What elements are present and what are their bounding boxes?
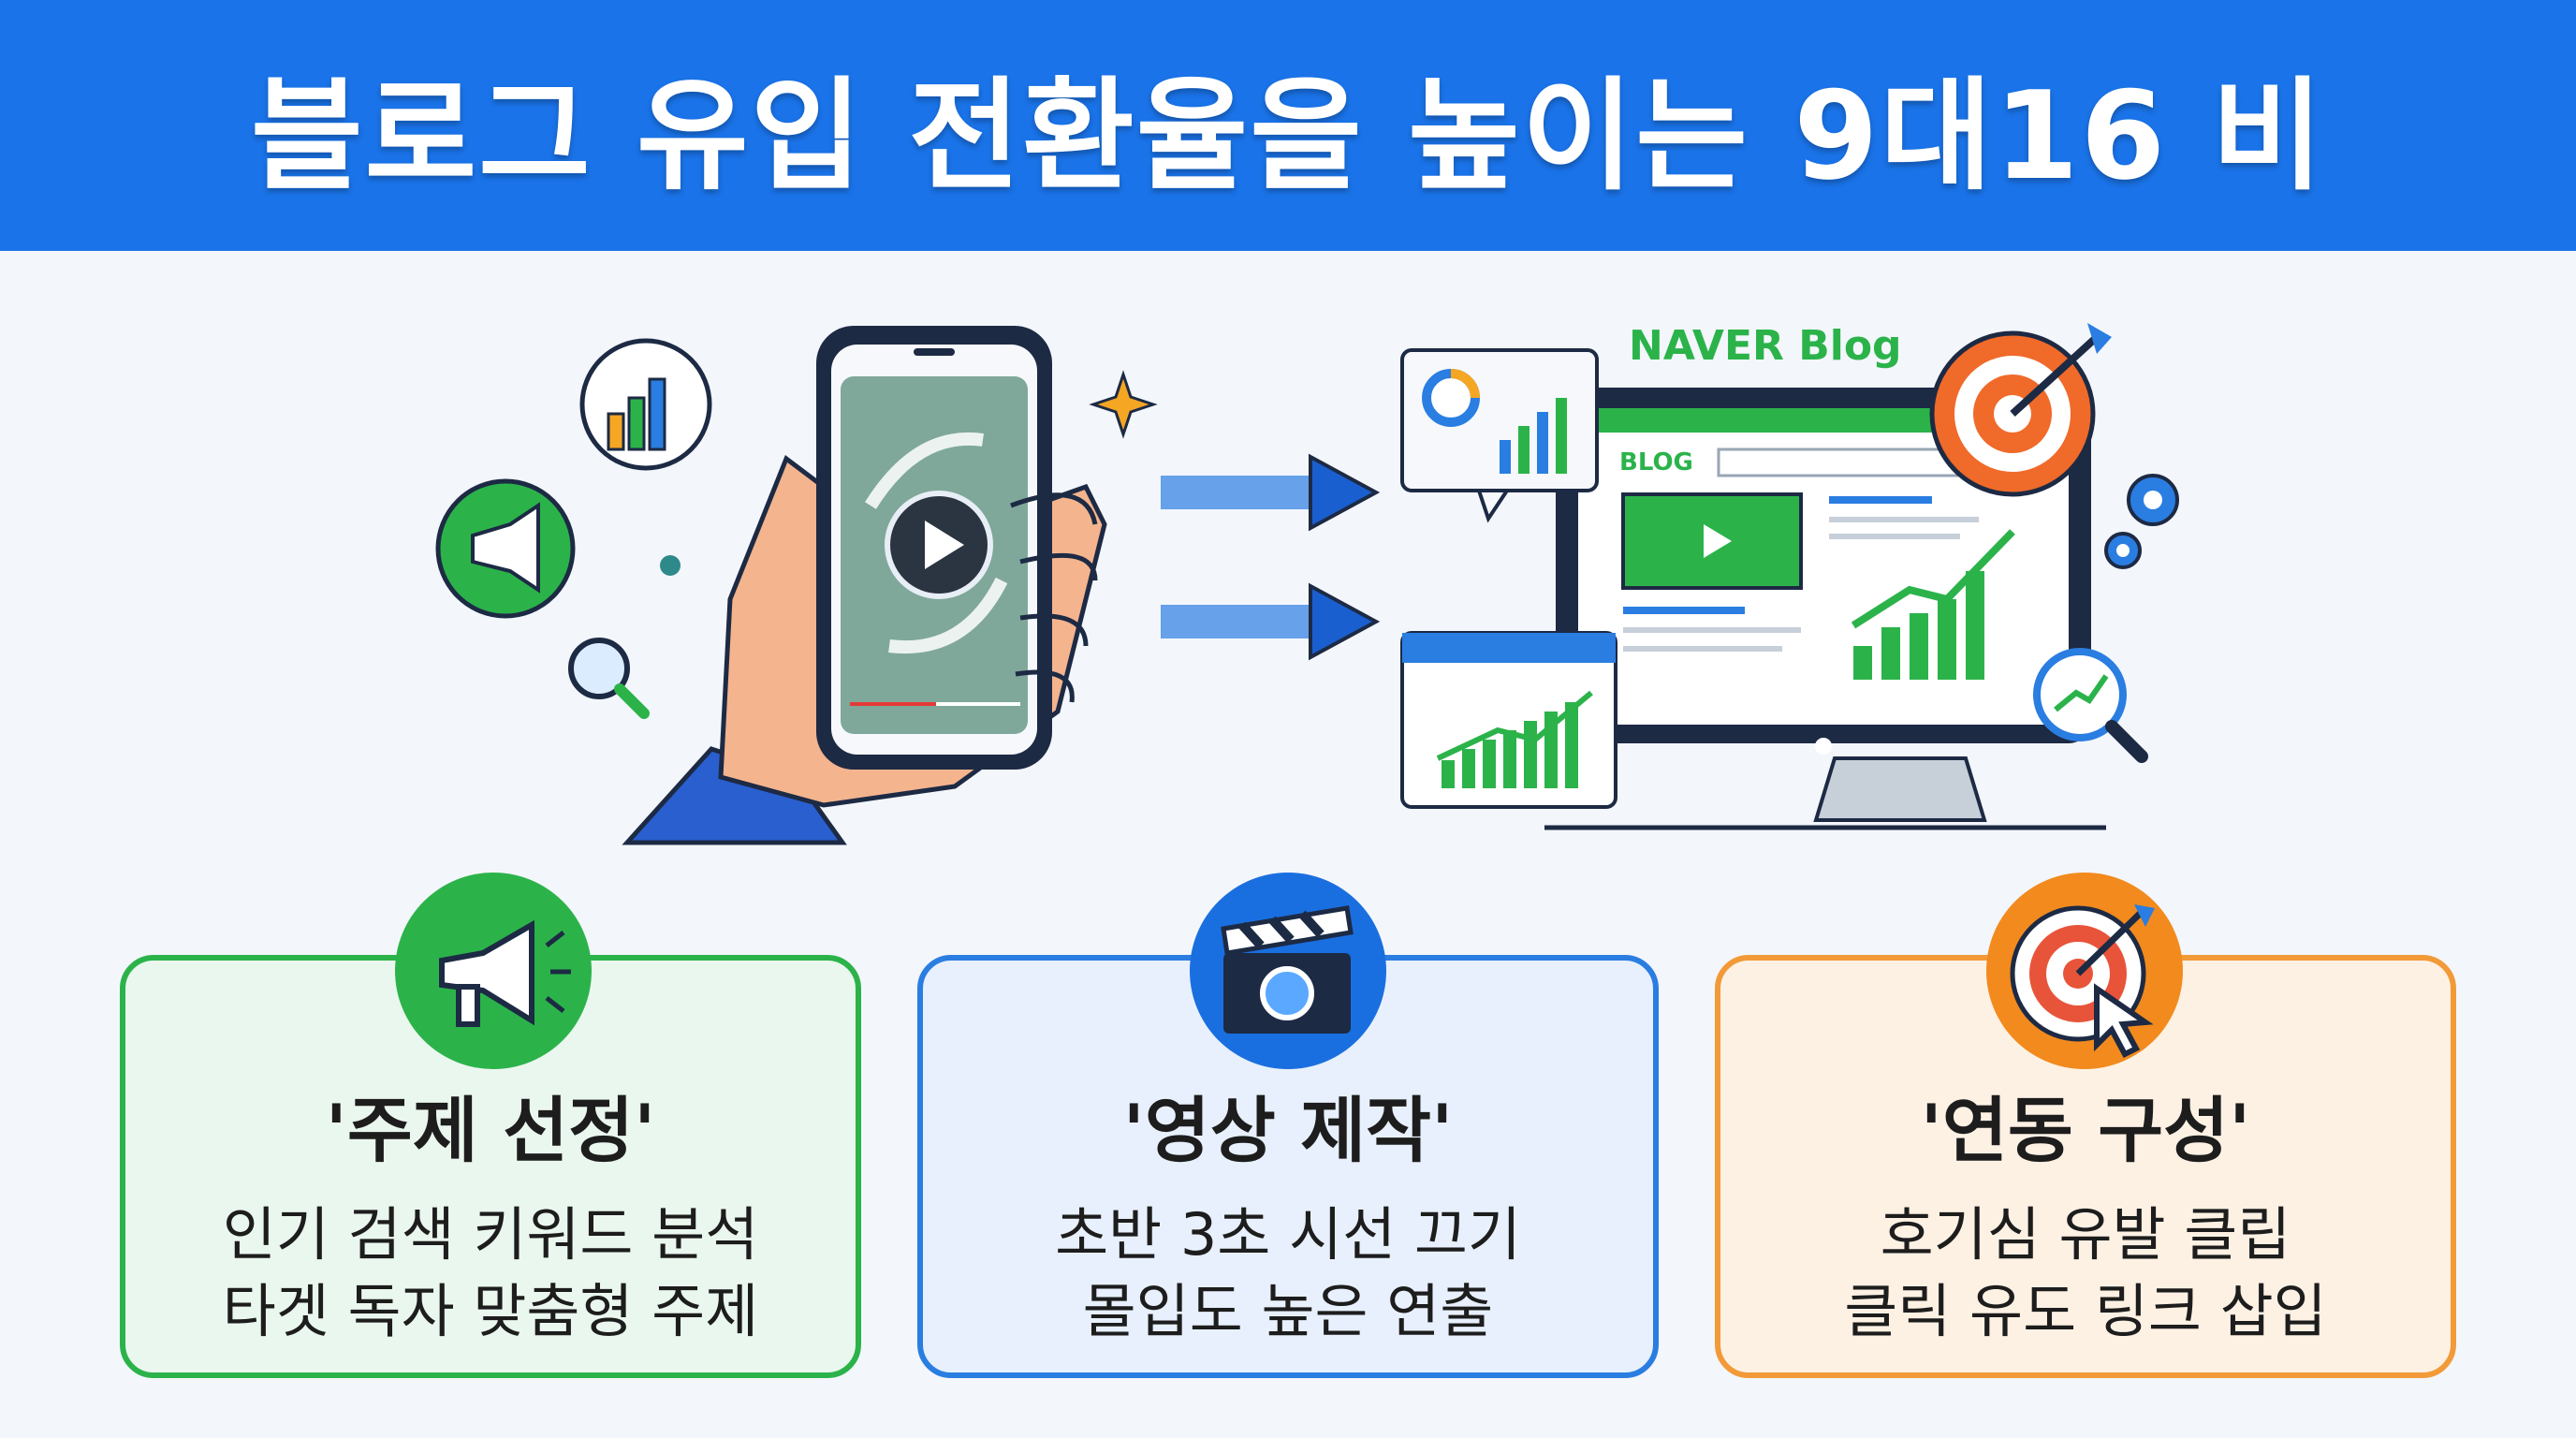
magnifier-icon bbox=[568, 638, 650, 719]
growth-magnifier-icon bbox=[2033, 648, 2148, 763]
target-icon bbox=[1929, 323, 2112, 497]
flow-arrows bbox=[1161, 453, 1381, 661]
sparkle-icon bbox=[1089, 370, 1158, 439]
megaphone-bubble-icon bbox=[435, 478, 576, 619]
card-title: '영상 제작' bbox=[1122, 1089, 1454, 1172]
megaphone-icon bbox=[393, 871, 593, 1071]
card-line: 타겟 독자 맞춤형 주제 bbox=[222, 1277, 759, 1345]
hand-holding-phone bbox=[622, 326, 1107, 845]
analytics-card-icon bbox=[1400, 348, 1599, 523]
growth-card-icon bbox=[1400, 631, 1617, 809]
blog-tag: BLOG bbox=[1619, 448, 1693, 477]
clapperboard-icon bbox=[1188, 871, 1388, 1071]
card-line: 인기 검색 키워드 분석 bbox=[222, 1200, 759, 1269]
card-line: 초반 3초 시선 끄기 bbox=[1055, 1200, 1521, 1269]
dot-icon bbox=[660, 555, 681, 576]
card-line: 호기심 유발 클립 bbox=[1880, 1200, 2291, 1269]
naver-blog-logo: NAVER Blog bbox=[1629, 322, 1902, 370]
header-banner: 블로그 유입 전환율을 높이는 9대16 비 bbox=[0, 0, 2576, 251]
target-cursor-icon bbox=[1984, 871, 2185, 1071]
page-title: 블로그 유입 전환율을 높이는 9대16 비 bbox=[250, 65, 2326, 207]
bar-chart-bubble-icon bbox=[579, 338, 712, 471]
card-title: '주제 선정' bbox=[325, 1089, 656, 1172]
card-title: '연동 구성' bbox=[1920, 1089, 2251, 1172]
gear-icon bbox=[2104, 474, 2179, 569]
card-line: 클릭 유도 링크 삽입 bbox=[1844, 1277, 2327, 1345]
card-line: 몰입도 높은 연출 bbox=[1082, 1277, 1494, 1345]
card-video-production: '영상 제작' 초반 3초 시선 끄기 몰입도 높은 연출 bbox=[917, 955, 1659, 1378]
hero-illustration: BLOG NAVER Blog bbox=[435, 322, 2179, 845]
